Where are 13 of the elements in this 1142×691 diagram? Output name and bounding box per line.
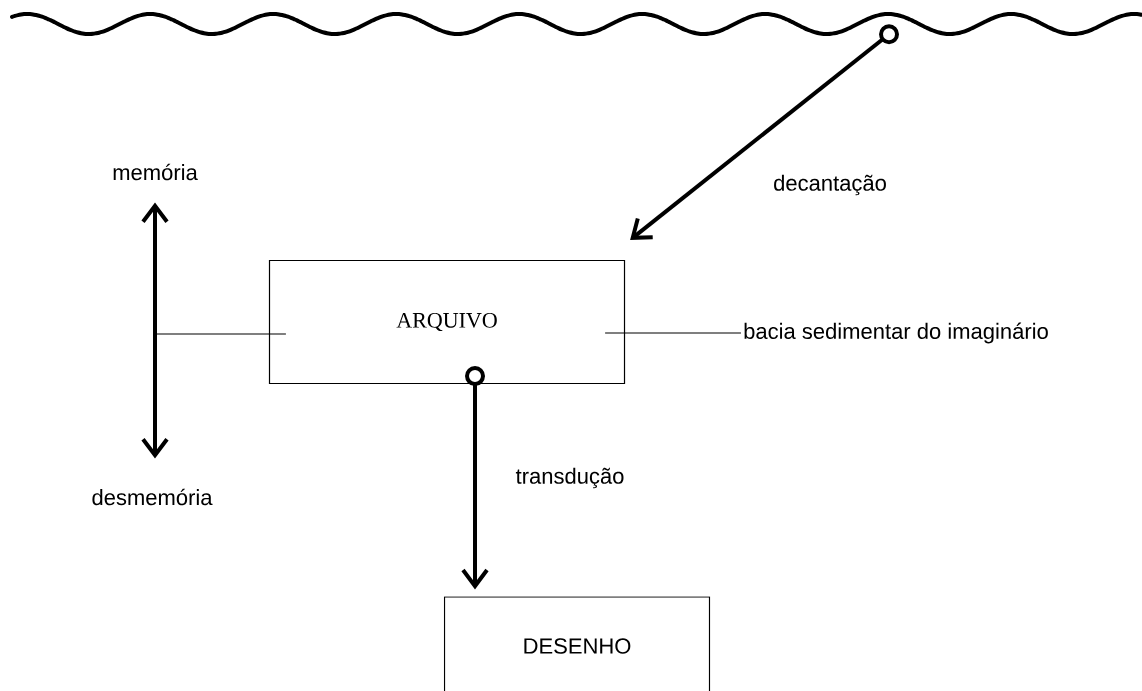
- connector-line: [604, 332, 742, 334]
- arrow: [461, 366, 489, 590]
- text-label: memória: [113, 163, 198, 181]
- process-box: ARQUIVO: [268, 259, 626, 385]
- edge-label: transdução: [513, 465, 627, 491]
- edge-label: decantação: [771, 172, 889, 198]
- text-label: desmemória: [92, 488, 213, 506]
- connector-line: [154, 333, 287, 335]
- wave-line: [10, 12, 1142, 37]
- arrow: [141, 202, 169, 459]
- arrow: [630, 24, 899, 240]
- text-label: bacia sedimentar do imaginário: [744, 322, 1048, 344]
- process-box: DESENHO: [443, 596, 711, 691]
